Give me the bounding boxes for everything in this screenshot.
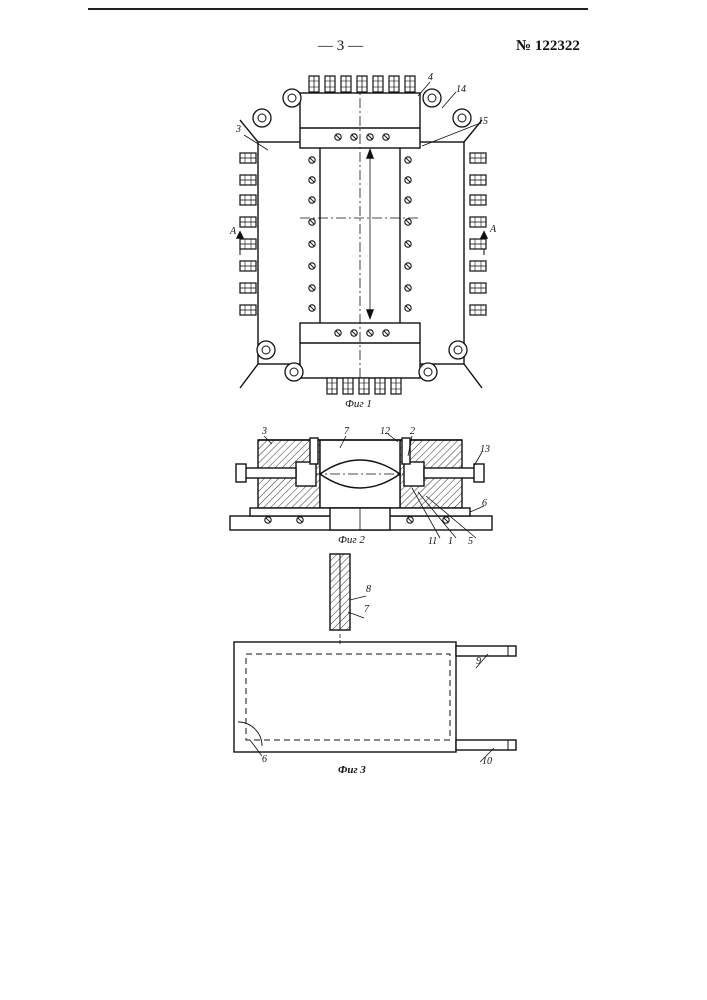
figure-2-drawing	[230, 438, 492, 530]
fig2-label-1: 1	[448, 536, 453, 547]
figure-1-drawing	[237, 80, 487, 390]
fig2-label-11: 11	[428, 536, 437, 547]
fig2-label-7: 7	[344, 426, 349, 437]
fig1-caption: Фиг 1	[345, 398, 372, 410]
fig1-arrow-label-right: А	[490, 224, 496, 235]
fig3-label-7: 7	[364, 604, 369, 615]
fig2-caption: Фиг 2	[338, 534, 365, 546]
fig3-label-8: 8	[366, 584, 371, 595]
fig1-bottom-nuts	[327, 378, 401, 394]
fig2-label-3: 3	[262, 426, 267, 437]
fig3-caption: Фиг 3	[338, 764, 366, 776]
fig2-label-6: 6	[482, 498, 487, 509]
fig1-label-3: 3	[236, 124, 241, 135]
fig2-label-5: 5	[468, 536, 473, 547]
fig3-label-6: 6	[262, 754, 267, 765]
fig3-label-10: 10	[482, 756, 492, 767]
fig1-arrow-label-left: А	[230, 226, 236, 237]
fig3-label-9: 9	[476, 656, 481, 667]
fig1-label-14: 14	[456, 84, 466, 95]
fig1-left-nuts	[240, 153, 256, 315]
fig1-top-nuts	[309, 76, 415, 92]
figure-3-drawing	[234, 554, 516, 752]
fig2-label-2: 2	[410, 426, 415, 437]
fig1-label-4: 4	[428, 72, 433, 83]
fig2-label-12: 12	[380, 426, 390, 437]
fig1-label-15: 15	[478, 116, 488, 127]
fig2-label-13: 13	[480, 444, 490, 455]
fig3-leaders	[250, 596, 494, 762]
